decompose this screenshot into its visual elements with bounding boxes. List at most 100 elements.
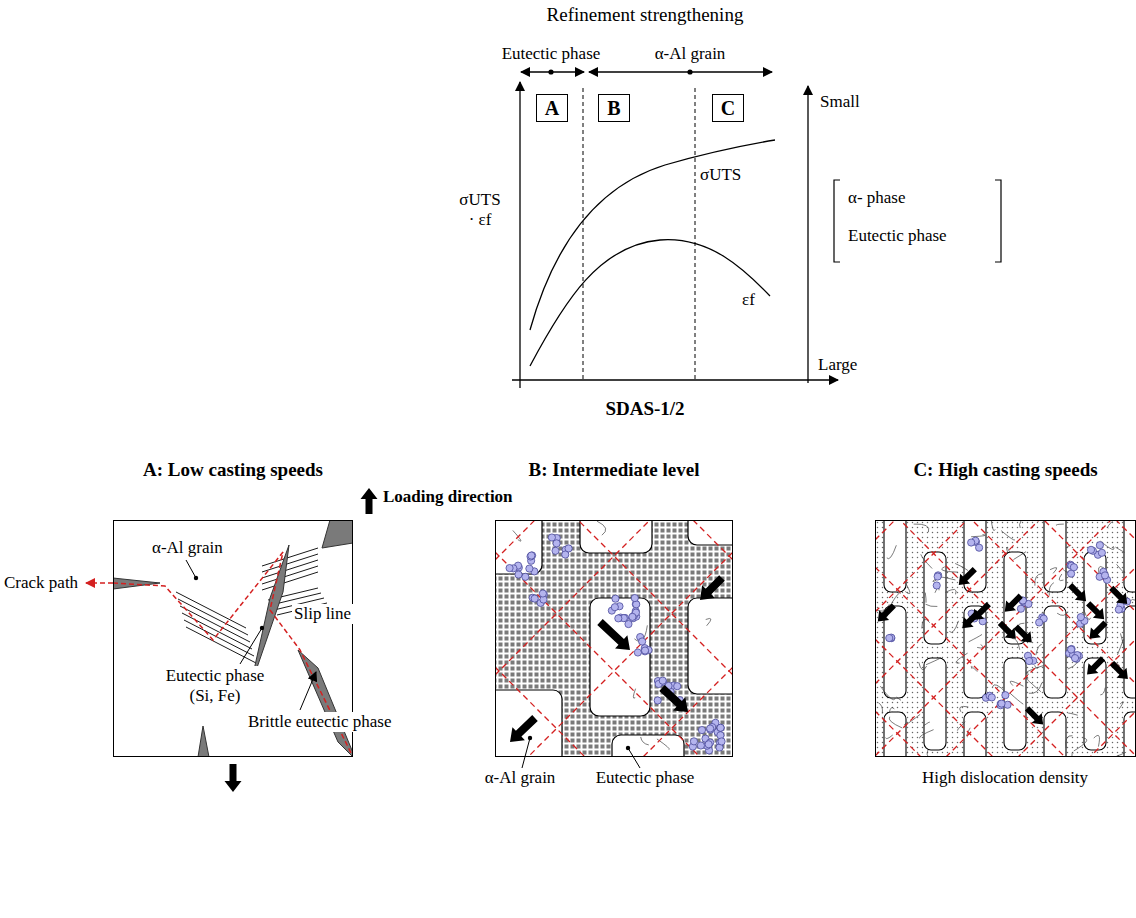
solute-atom	[634, 649, 641, 656]
eutectic-particle	[322, 520, 353, 548]
leader-dot	[260, 626, 264, 630]
block-arrow	[1068, 583, 1086, 601]
dislocation-line	[1066, 736, 1073, 748]
bracket-item: Eutectic phase	[848, 226, 947, 246]
block-arrow	[1109, 586, 1127, 604]
dislocation-line	[1074, 738, 1087, 751]
region-letter: B	[607, 96, 620, 120]
slip-band	[495, 520, 733, 560]
alpha-al-grain	[495, 520, 542, 574]
dislocation-line	[933, 574, 942, 582]
slip-band	[495, 667, 733, 757]
region-box: A	[536, 94, 568, 122]
dislocation-line	[1026, 666, 1043, 675]
solute-atom	[698, 726, 705, 733]
dislocation-line	[1049, 583, 1054, 596]
slip-line	[178, 599, 248, 635]
dislocation-line	[1019, 520, 1029, 528]
block-arrow	[1089, 621, 1107, 639]
leader-line	[628, 748, 640, 768]
alpha-al-grain	[884, 520, 906, 592]
solute-atom	[1115, 606, 1122, 613]
alpha-al-grain	[688, 520, 733, 545]
part-label: α-Al grain	[485, 768, 556, 788]
eutectic-particle	[198, 726, 209, 757]
alpha-al-grain	[1124, 520, 1136, 592]
slip-band	[875, 639, 1136, 757]
axis-end-label: Small	[820, 92, 860, 112]
slip-band	[495, 520, 733, 675]
dislocation-line	[641, 737, 649, 745]
leader-line	[300, 672, 316, 710]
slip-line	[262, 572, 318, 590]
slip-band	[495, 667, 733, 757]
eutectic-particle	[113, 578, 160, 589]
dislocation-line	[1115, 547, 1124, 552]
solute-atom	[934, 573, 941, 580]
uts-curve	[530, 140, 775, 330]
solute-atom	[933, 582, 940, 589]
solute-atom	[886, 634, 893, 641]
slip-band	[875, 639, 1136, 757]
dislocation-line	[926, 604, 938, 606]
solute-atom	[1098, 549, 1105, 556]
slip-band	[875, 520, 1136, 684]
eutectic-particle	[298, 650, 353, 757]
dislocation-line	[991, 520, 995, 531]
part-label: Brittle eutectic phase	[246, 712, 394, 732]
block-arrow	[225, 764, 242, 792]
panel-title: A: Low casting speeds	[143, 459, 323, 481]
region-letter: C	[721, 96, 735, 120]
dislocation-line	[1100, 688, 1105, 695]
dislocation-line	[1059, 574, 1063, 581]
dislocation-line	[904, 581, 909, 593]
alpha-al-grain	[964, 712, 986, 757]
slip-band	[875, 567, 1136, 757]
solute-atom	[629, 613, 636, 620]
block-arrow	[361, 488, 378, 514]
property-chart	[512, 69, 1001, 388]
part-label: High dislocation density	[922, 768, 1088, 788]
region-divider	[583, 88, 584, 380]
part-label: Crack path	[4, 573, 78, 593]
load-label: Loading direction	[383, 487, 513, 507]
dislocation-line	[1013, 552, 1026, 560]
panel-title: B: Intermediate level	[529, 459, 700, 481]
bracket-item: α- phase	[848, 188, 906, 208]
dislocation-line	[896, 697, 900, 700]
bracket	[995, 180, 1001, 262]
dislocation-line	[1119, 702, 1124, 710]
solute-atom	[717, 724, 724, 731]
solute-atom	[1036, 619, 1043, 626]
solute-atom	[654, 697, 661, 704]
slip-band	[495, 520, 733, 560]
curve-label: εf	[742, 290, 755, 310]
range-label: Eutectic phase	[502, 44, 601, 64]
solute-atom	[705, 741, 712, 748]
slip-band	[875, 711, 1136, 757]
dislocation-line	[969, 634, 982, 641]
slip-band	[495, 552, 733, 757]
block-arrow	[510, 715, 538, 742]
y-axis-label: σUTS · εf	[457, 190, 503, 229]
dislocation-line	[1019, 623, 1025, 625]
leader-dot	[194, 576, 198, 580]
alpha-al-grain	[1044, 712, 1066, 757]
dislocation-line	[1035, 574, 1042, 586]
slip-line	[182, 613, 252, 649]
region-divider	[695, 88, 696, 380]
slip-band	[875, 520, 1136, 540]
solute-atom	[1071, 655, 1078, 662]
leader-line	[240, 628, 262, 664]
solute-atom	[528, 552, 535, 559]
alpha-al-grain	[884, 712, 906, 757]
chart-heading: Refinement strengthening	[547, 4, 744, 26]
slip-line	[184, 620, 254, 656]
axis-end-label: Large	[818, 355, 857, 375]
dislocation-line	[706, 618, 711, 625]
block-arrow	[1005, 594, 1023, 612]
block-arrow	[878, 603, 896, 621]
leader-dot	[528, 736, 532, 740]
slip-band	[875, 520, 1136, 540]
solute-atom	[562, 551, 569, 558]
